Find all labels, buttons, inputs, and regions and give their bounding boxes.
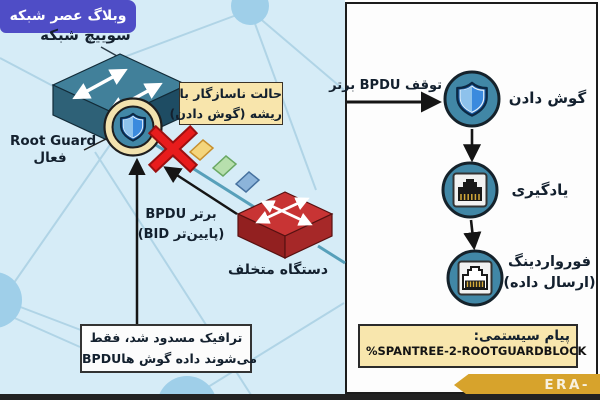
bpdu-label-line-1: BPDU برتر xyxy=(145,207,217,222)
note-line-2: BPDUها‎ گوش‎ داده‎ می‌شوند xyxy=(82,350,257,366)
callout-line-2: ریشه (گوش دادن) xyxy=(169,105,282,121)
bpdu-label-line-2: (BID پایین‌تر) xyxy=(137,226,225,242)
forwarding-stage-label: فورواردینگ (ارسال داده) xyxy=(502,252,597,294)
callout-line-1: حالت ناسازگار با xyxy=(179,86,282,101)
inconsistent-state-callout: حالت ناسازگار با ریشه (گوش دادن) xyxy=(169,82,283,125)
syslog-title: پیام سیستمی: xyxy=(473,328,570,344)
learning-stage-label: یادگیری xyxy=(511,181,569,199)
syslog-code: %SPANTREE-2-ROOTGUARDBLOCK xyxy=(366,344,587,358)
blog-banner: وبلاگ عصر شبکه xyxy=(0,0,136,33)
note-line-1: ترافیک مسدود شد، فقط xyxy=(89,330,243,345)
blocked-traffic-note: ترافیک مسدود شد، فقط BPDUها‎ گوش‎ داده‎ … xyxy=(80,324,257,373)
root-guard-active-label: فعال xyxy=(33,150,67,166)
forwarding-label: فورواردینگ xyxy=(508,254,591,270)
syslog-message-box: پیام سیستمی: %SPANTREE-2-ROOTGUARDBLOCK xyxy=(358,324,587,368)
era-network-ribbon: ERA-NETWORK xyxy=(454,374,600,396)
stop-superior-bpdu-label: توقف BPDU برتر xyxy=(329,78,442,93)
network-switch-label: سوییچ شبکه xyxy=(40,26,131,44)
root-guard-label: Root Guard xyxy=(10,133,97,149)
listening-stage-label: گوش دادن xyxy=(508,89,587,107)
forwarding-sublabel: (ارسال داده) xyxy=(503,275,596,292)
offender-device-label: دستگاه متخلف xyxy=(227,262,329,278)
superior-bpdu-label: BPDU برتر (BID پایین‌تر) xyxy=(136,205,226,244)
bottom-border xyxy=(0,394,600,400)
